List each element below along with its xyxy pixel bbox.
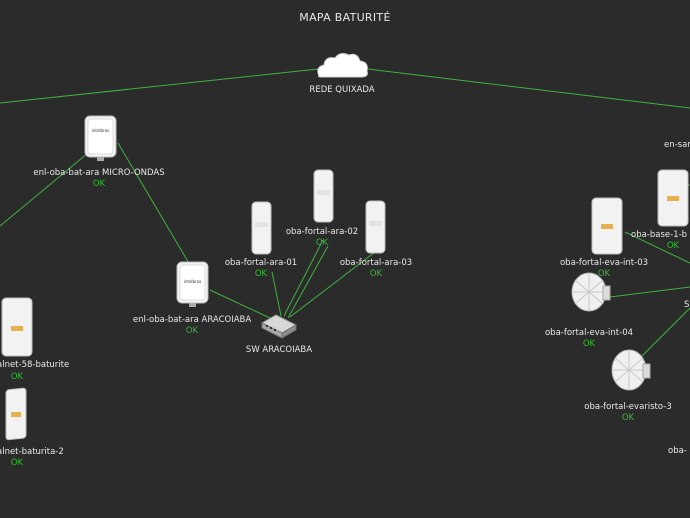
- status-ok: OK: [666, 241, 680, 251]
- link-line: [283, 239, 324, 317]
- sector-antenna-icon[interactable]: [365, 200, 386, 254]
- node-label-eva-int-03: oba-fortal-eva-int-03: [559, 258, 649, 268]
- status-ok: OK: [582, 339, 596, 349]
- status-ok: OK: [254, 269, 268, 279]
- node-label-ara-03: oba-fortal-ara-03: [339, 258, 413, 268]
- status-ok: OK: [92, 179, 106, 189]
- node-label-ara-01: oba-fortal-ara-01: [224, 258, 298, 268]
- link-line: [624, 231, 690, 264]
- status-ok: OK: [621, 413, 635, 423]
- sector-antenna-icon[interactable]: [591, 197, 623, 255]
- node-label-alnet-2: alnet-baturita-2: [0, 447, 64, 457]
- node-label-bat-aracoiaba: enl-oba-bat-ara ARACOIABA: [132, 315, 252, 325]
- sector-antenna-icon[interactable]: [1, 297, 33, 357]
- sector-antenna-icon[interactable]: [657, 169, 689, 227]
- dish-antenna-icon[interactable]: [571, 272, 611, 312]
- node-label-sw-aracoiaba: SW ARACOIABA: [245, 345, 313, 355]
- link-line: [271, 271, 282, 317]
- link-line: [117, 142, 191, 266]
- svg-text:intelbras: intelbras: [92, 128, 110, 133]
- node-label-base-1: oba-base-1-b: [631, 230, 688, 240]
- switch-icon[interactable]: [260, 314, 298, 339]
- node-label-ara-02: oba-fortal-ara-02: [285, 227, 359, 237]
- outdoor-radio-icon[interactable]: intelbras: [84, 115, 117, 161]
- link-line: [0, 68, 319, 104]
- status-ok: OK: [315, 238, 329, 248]
- svg-text:intelbras: intelbras: [184, 279, 202, 284]
- node-label-evaristo-3: oba-fortal-evaristo-3: [584, 402, 672, 412]
- node-label-oba-right: oba-: [668, 446, 687, 456]
- node-label-cloud: REDE QUIXADA: [309, 85, 375, 95]
- node-label-alnet-58: alnet-58-baturite: [0, 360, 70, 370]
- link-line: [0, 142, 101, 227]
- outdoor-radio-icon[interactable]: intelbras: [176, 261, 209, 307]
- link-line: [367, 68, 690, 109]
- node-label-bat-micro: enl-oba-bat-ara MICRO-ONDAS: [33, 168, 165, 178]
- status-ok: OK: [10, 458, 24, 468]
- sector-antenna-icon[interactable]: [5, 387, 27, 441]
- node-label-eva-int-04: oba-fortal-eva-int-04: [544, 328, 634, 338]
- status-ok: OK: [597, 269, 611, 279]
- sector-antenna-icon[interactable]: [251, 201, 272, 255]
- node-label-sw-right: S: [684, 300, 690, 310]
- node-label-en-san: en-san: [664, 140, 690, 150]
- status-ok: OK: [10, 372, 24, 382]
- link-line: [209, 289, 271, 319]
- map-title: MAPA BATURITÉ: [299, 11, 391, 24]
- link-line: [639, 307, 690, 359]
- sector-antenna-icon[interactable]: [313, 169, 334, 223]
- link-line: [289, 251, 376, 318]
- status-ok: OK: [369, 269, 383, 279]
- cloud-icon[interactable]: [317, 53, 368, 78]
- dish-antenna-icon[interactable]: [611, 349, 651, 391]
- link-line: [287, 245, 329, 319]
- link-line: [609, 286, 690, 298]
- status-ok: OK: [185, 326, 199, 336]
